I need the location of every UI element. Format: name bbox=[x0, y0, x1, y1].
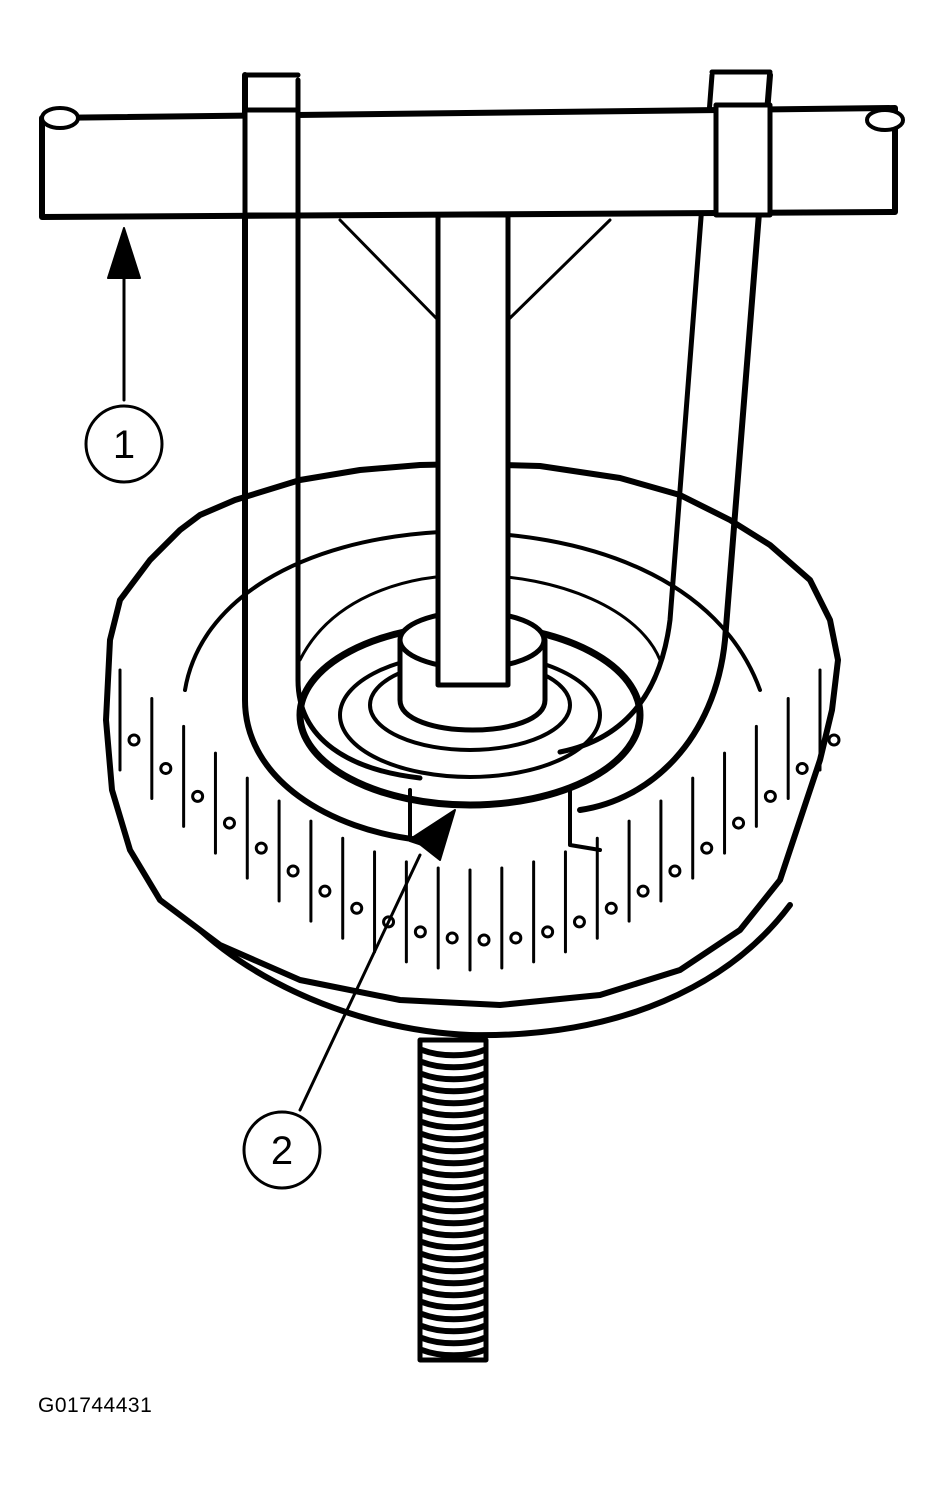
screw-thread bbox=[419, 1107, 487, 1119]
screw-thread bbox=[419, 1071, 487, 1083]
screw-thread bbox=[419, 1191, 487, 1203]
puller-jaws bbox=[242, 69, 773, 852]
drum-hole bbox=[445, 931, 459, 945]
screw-thread bbox=[419, 1335, 487, 1347]
drum-hole bbox=[700, 841, 714, 855]
callout-2-leader bbox=[298, 809, 456, 1112]
drum-hole bbox=[413, 925, 427, 939]
screw-thread bbox=[419, 1155, 487, 1167]
screw-thread bbox=[419, 1059, 487, 1071]
screw-thread bbox=[419, 1323, 487, 1335]
crossbar bbox=[39, 102, 905, 220]
threaded-screw bbox=[417, 1037, 489, 1363]
drum-hole bbox=[254, 841, 268, 855]
svg-text:1: 1 bbox=[113, 423, 135, 467]
svg-text:2: 2 bbox=[271, 1129, 293, 1173]
screw-thread bbox=[419, 1143, 487, 1155]
center-shaft bbox=[338, 212, 612, 688]
drum-hole bbox=[572, 915, 586, 929]
screw-thread bbox=[419, 1203, 487, 1215]
drum-hole bbox=[795, 761, 809, 775]
callout-1: 1 bbox=[84, 404, 164, 484]
drum-hole bbox=[222, 816, 236, 830]
screw-thread bbox=[419, 1275, 487, 1287]
screw-thread bbox=[419, 1311, 487, 1323]
drum-hole bbox=[636, 884, 650, 898]
callout-1-leader bbox=[107, 227, 141, 402]
drum-hole bbox=[477, 933, 491, 947]
screw-thread bbox=[419, 1179, 487, 1191]
screw-thread bbox=[419, 1239, 487, 1251]
screw-thread bbox=[419, 1119, 487, 1131]
drum-hole bbox=[763, 789, 777, 803]
figure-id: G01744431 bbox=[38, 1394, 153, 1417]
drum-hole bbox=[732, 816, 746, 830]
drum-hole bbox=[509, 931, 523, 945]
drum-hole bbox=[318, 884, 332, 898]
drum-hole bbox=[191, 789, 205, 803]
screw-thread bbox=[419, 1167, 487, 1179]
screw-thread bbox=[419, 1263, 487, 1275]
drum-hole bbox=[350, 901, 364, 915]
screw-thread bbox=[419, 1083, 487, 1095]
screw-thread bbox=[419, 1047, 487, 1059]
screw-thread bbox=[419, 1131, 487, 1143]
screw-thread bbox=[419, 1299, 487, 1311]
screw-thread bbox=[419, 1287, 487, 1299]
drum-hole bbox=[286, 864, 300, 878]
screw-thread bbox=[419, 1095, 487, 1107]
drum-hole bbox=[127, 733, 141, 747]
drum-hole bbox=[541, 925, 555, 939]
drum-hole bbox=[668, 864, 682, 878]
drum-hole bbox=[604, 901, 618, 915]
drum-hole bbox=[382, 915, 396, 929]
screw-thread bbox=[419, 1215, 487, 1227]
drum-hole bbox=[159, 761, 173, 775]
screw-thread bbox=[419, 1347, 487, 1359]
drum-hole bbox=[827, 733, 841, 747]
screw-thread bbox=[419, 1251, 487, 1263]
callout-2: 2 bbox=[242, 1110, 322, 1190]
screw-thread bbox=[419, 1227, 487, 1239]
